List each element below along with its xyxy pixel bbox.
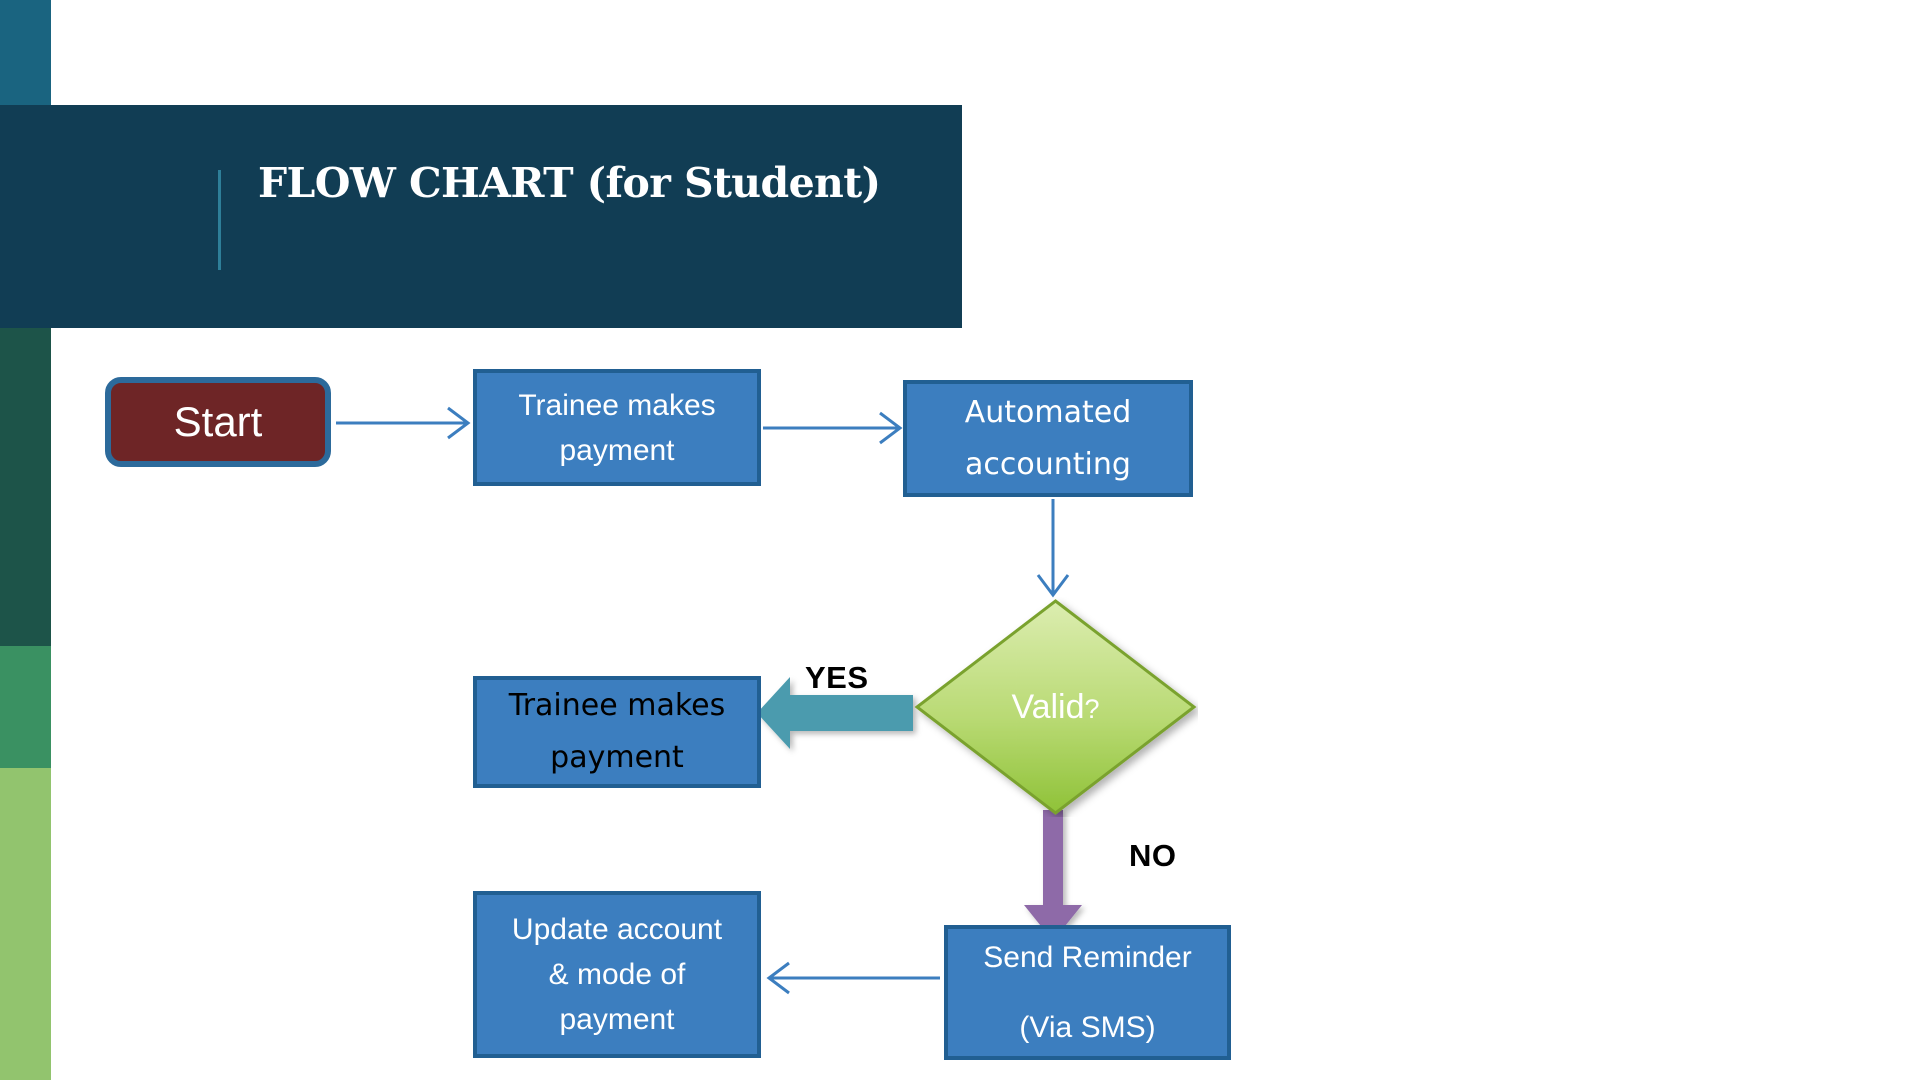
sidebar-band-dark-green [0, 328, 51, 646]
title-accent-line [218, 170, 221, 270]
sidebar-band-light-green [0, 768, 51, 1080]
flow-node-decision-valid[interactable]: Valid? [913, 597, 1198, 817]
line-2: payment [550, 740, 684, 775]
flow-node-automated-accounting-label: Automated accounting [907, 387, 1189, 491]
line-2: (Via SMS) [1019, 1010, 1156, 1044]
connector-automated-to-decision [1036, 499, 1070, 598]
flow-node-send-reminder[interactable]: Send Reminder (Via SMS) [944, 925, 1231, 1060]
connector-trainee1-to-automated [763, 411, 903, 445]
decision-question-mark: ? [1084, 694, 1100, 724]
line-1: Trainee makes [508, 688, 726, 723]
sidebar-band-teal [0, 0, 51, 105]
line-1: Automated [964, 394, 1132, 430]
line-2: accounting [965, 446, 1131, 482]
branch-label-no: NO [1129, 838, 1177, 873]
connector-start-to-trainee1 [336, 406, 471, 440]
flow-node-trainee-payment-1-label: Trainee makes payment [477, 383, 757, 473]
flow-node-automated-accounting[interactable]: Automated accounting [903, 380, 1193, 497]
line-3: payment [559, 1003, 675, 1036]
line-1: Trainee makes [518, 388, 716, 422]
line-2: payment [559, 433, 675, 467]
flow-node-send-reminder-label: Send Reminder (Via SMS) [948, 923, 1227, 1063]
flow-node-trainee-payment-2[interactable]: Trainee makes payment [473, 676, 761, 788]
connector-decision-no [1024, 810, 1082, 941]
line-1: Send Reminder [983, 940, 1192, 974]
line-1: Update account [511, 913, 723, 946]
title-bar [0, 105, 962, 328]
flow-node-update-account[interactable]: Update account & mode of payment [473, 891, 761, 1058]
page-title: FLOW CHART (for Student) [258, 159, 881, 207]
sidebar-band-mid-green [0, 646, 51, 768]
flow-node-start-label: Start [173, 398, 263, 445]
flow-node-trainee-payment-1[interactable]: Trainee makes payment [473, 369, 761, 486]
flow-node-start[interactable]: Start [105, 377, 331, 467]
decision-text: Valid [1011, 688, 1085, 726]
line-2: & mode of [548, 958, 686, 991]
flow-node-trainee-payment-2-label: Trainee makes payment [477, 680, 757, 784]
diamond-shape [914, 599, 1197, 815]
flow-node-decision-valid-label: Valid? [913, 686, 1198, 728]
branch-label-yes: YES [805, 660, 869, 695]
connector-reminder-to-update [766, 961, 940, 995]
flow-node-update-account-label: Update account & mode of payment [477, 907, 757, 1042]
